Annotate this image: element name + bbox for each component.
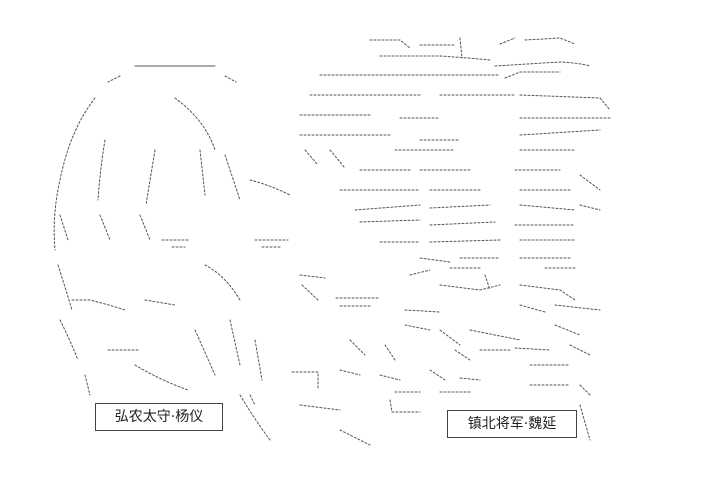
left-name-label: 弘农太守·杨仪: [95, 403, 223, 431]
right-figure: [249, 37, 611, 446]
left-figure: [53, 65, 341, 441]
right-name-label: 镇北将军·魏延: [447, 410, 577, 438]
